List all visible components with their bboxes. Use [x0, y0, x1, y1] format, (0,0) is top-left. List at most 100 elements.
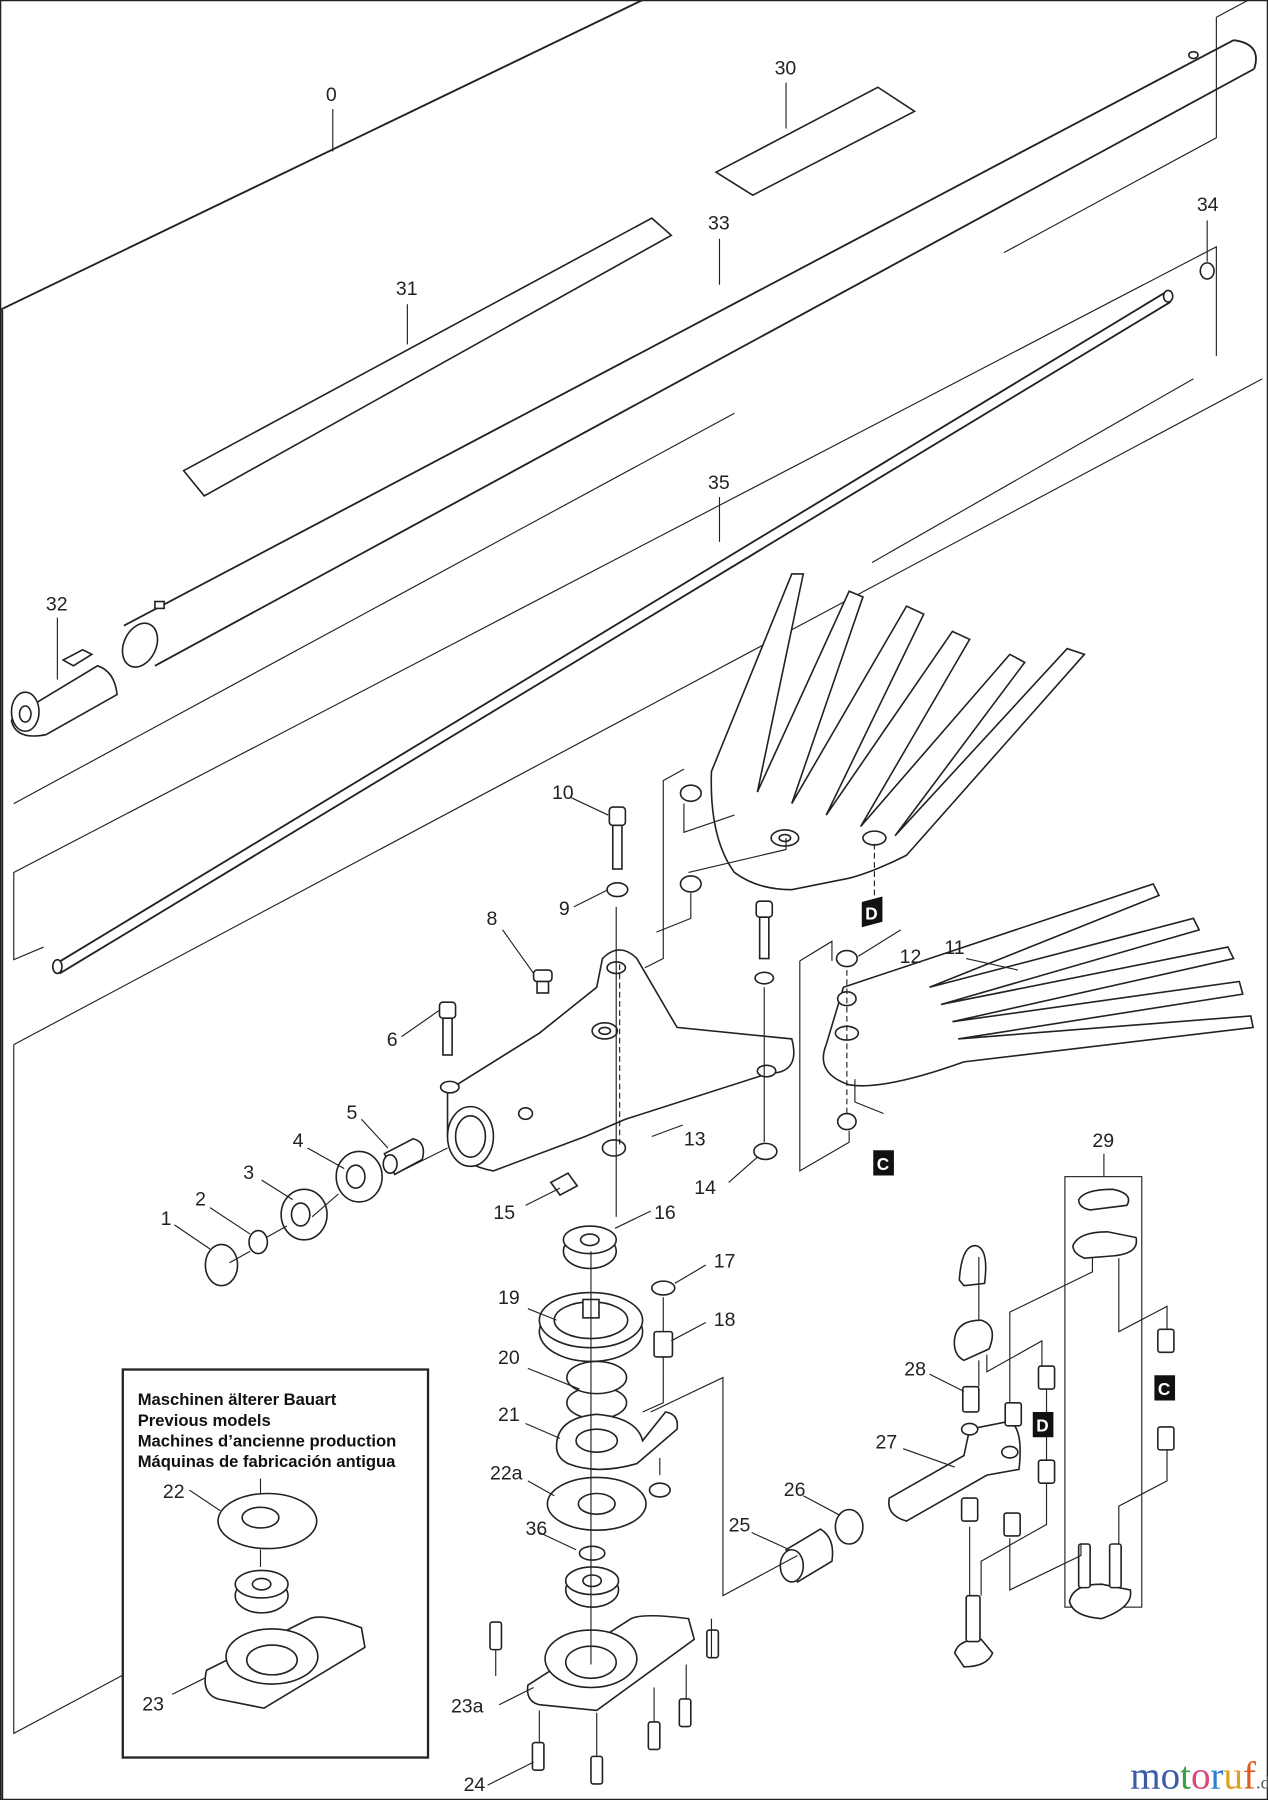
- gasket-22: [217, 1492, 318, 1550]
- reference-marker-d-upper: D: [861, 896, 883, 928]
- watermark-letter: m: [1130, 1755, 1160, 1798]
- label-28: 28: [904, 1358, 926, 1380]
- needle-bearing-20: [566, 1360, 628, 1420]
- bearing-lower: [564, 1566, 620, 1608]
- watermark-letter: u: [1224, 1755, 1244, 1798]
- label-23: 23: [142, 1693, 164, 1715]
- label-8: 8: [487, 908, 498, 930]
- bearing-4: [335, 1150, 383, 1203]
- label-35: 35: [708, 472, 730, 494]
- comb-blade-lower-11: [822, 882, 1255, 1087]
- decal-30: [714, 86, 917, 197]
- label-32: 32: [46, 594, 68, 616]
- bearing-inset: [234, 1569, 289, 1614]
- svg-text:C: C: [877, 1154, 889, 1174]
- label-22a: 22a: [490, 1463, 523, 1485]
- watermark-suffix: .de: [1256, 1773, 1268, 1793]
- svg-text:C: C: [1158, 1379, 1170, 1399]
- label-15: 15: [493, 1202, 515, 1224]
- comb-blade-upper: [710, 573, 1086, 891]
- pin-plate-lower: [953, 1638, 994, 1668]
- label-33: 33: [708, 213, 730, 235]
- label-6: 6: [387, 1029, 398, 1051]
- group-boundary-drive-shaft: [13, 0, 1263, 1735]
- bearing-16: [562, 1225, 618, 1270]
- grip-sleeve-32: [10, 648, 118, 737]
- label-29: 29: [1092, 1130, 1114, 1152]
- label-21: 21: [498, 1404, 520, 1426]
- label-0: 0: [326, 84, 337, 106]
- svg-text:D: D: [1036, 1416, 1048, 1436]
- bushing-18: [653, 1330, 674, 1358]
- watermark-letter: f: [1243, 1755, 1256, 1798]
- watermark-letter: r: [1211, 1755, 1224, 1798]
- nut-upper: [679, 875, 702, 893]
- ring-34: [1199, 262, 1215, 280]
- label-34: 34: [1197, 194, 1219, 216]
- part-number-labels: 0 1 2 3 4 5 6 8 9 10 11 12 13 14 15 16 1…: [46, 58, 1219, 1796]
- label-22: 22: [163, 1481, 185, 1503]
- spacer-d: [960, 1497, 979, 1522]
- label-10: 10: [552, 782, 574, 804]
- snap-ring-17: [650, 1280, 676, 1296]
- bolt-15: [549, 1172, 579, 1197]
- label-9: 9: [559, 898, 570, 920]
- bearing-housing-23a: [526, 1614, 696, 1712]
- spacer-b: [1037, 1365, 1056, 1390]
- nut-14: [753, 1142, 778, 1161]
- inset-line-de: Maschinen älterer Bauart: [138, 1390, 337, 1409]
- sleeve-25: [779, 1528, 834, 1584]
- label-16: 16: [654, 1202, 676, 1224]
- label-5: 5: [347, 1102, 358, 1124]
- spacer-c: [1037, 1459, 1056, 1484]
- link-plate: [953, 1319, 994, 1362]
- label-11: 11: [944, 937, 964, 959]
- svg-text:motoruf.de: motoruf.de: [1130, 1755, 1268, 1798]
- gear-housing-13: [439, 949, 795, 1172]
- label-12: 12: [900, 946, 922, 968]
- svg-text:D: D: [865, 904, 877, 924]
- pin-lower: [965, 1594, 981, 1643]
- label-23a: 23a: [451, 1696, 484, 1718]
- reference-marker-d-lower: D: [1032, 1411, 1054, 1438]
- bolt-6: [438, 1001, 457, 1056]
- gasket-22a: [546, 1476, 647, 1532]
- motoruf-watermark: motoruf.de: [1130, 1755, 1268, 1798]
- label-36: 36: [526, 1518, 548, 1540]
- label-27: 27: [876, 1432, 898, 1454]
- decal-31: [182, 217, 673, 497]
- watermark-letter: t: [1180, 1755, 1191, 1798]
- label-14: 14: [694, 1177, 716, 1199]
- tube-33: [121, 39, 1257, 668]
- bushing-28: [961, 1385, 980, 1413]
- inset-line-fr: Machines d’ancienne production: [138, 1431, 397, 1450]
- label-24: 24: [464, 1774, 486, 1796]
- snap-ring-lower: [648, 1482, 671, 1498]
- washer-36: [578, 1545, 606, 1561]
- drive-shaft-35: [51, 289, 1174, 975]
- inset-line-es: Máquinas de fabricación antigua: [138, 1452, 396, 1471]
- label-4: 4: [293, 1130, 304, 1152]
- crank-pin-27: [888, 1420, 1021, 1522]
- label-1: 1: [161, 1208, 172, 1230]
- bearing-3: [280, 1188, 328, 1241]
- inset-line-en: Previous models: [138, 1411, 271, 1430]
- label-31: 31: [396, 278, 418, 300]
- nut-lower-left: [601, 1139, 627, 1157]
- label-18: 18: [714, 1309, 736, 1331]
- ring-26: [834, 1508, 864, 1545]
- bearing-housing-23: [204, 1616, 366, 1710]
- bushing-12: [835, 949, 858, 968]
- bolt-right: [755, 900, 774, 960]
- inset-previous-models: Maschinen älterer Bauart Previous models…: [121, 1368, 430, 1759]
- clip-upper: [958, 1244, 987, 1287]
- label-19: 19: [498, 1287, 520, 1309]
- watermark-letter: o: [1161, 1755, 1181, 1798]
- label-26: 26: [784, 1479, 806, 1501]
- label-25: 25: [729, 1514, 751, 1536]
- label-3: 3: [243, 1162, 254, 1184]
- spacer-a: [1004, 1402, 1023, 1427]
